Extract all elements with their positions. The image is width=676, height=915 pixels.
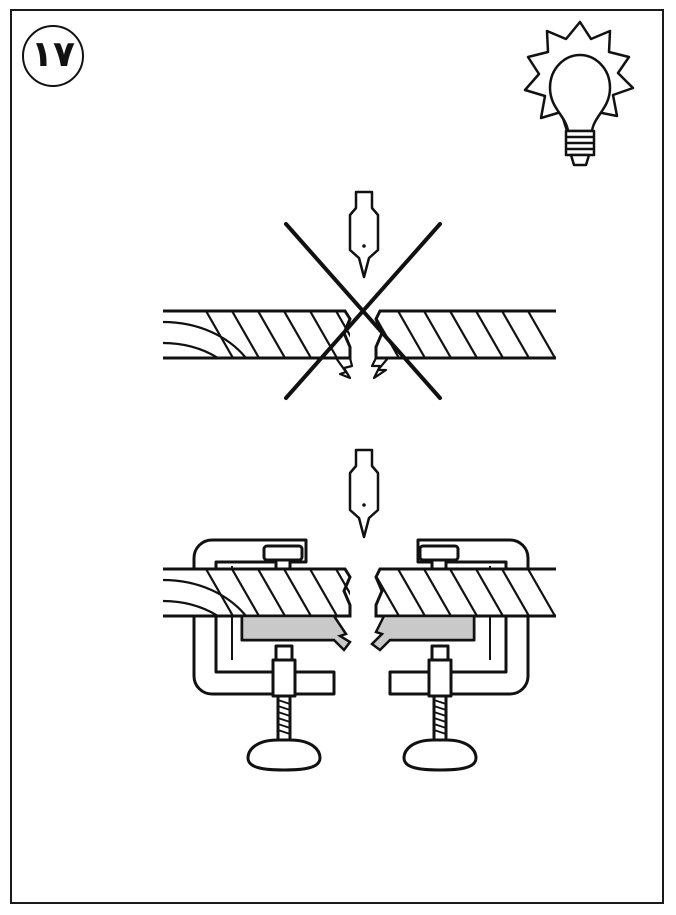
lightbulb-tip xyxy=(569,153,591,167)
wood-board-right xyxy=(374,567,556,618)
lightbulb-glass xyxy=(548,53,612,133)
wood-board-left xyxy=(163,309,352,360)
lightbulb-icon xyxy=(523,20,635,167)
clamp-pads xyxy=(240,614,476,652)
cross-out-mark-icon xyxy=(284,222,442,400)
splinters xyxy=(335,357,389,380)
wood-board-left xyxy=(163,567,352,618)
step-number: ۱۷ xyxy=(31,34,75,75)
drill-bit xyxy=(348,448,380,539)
instruction-panel xyxy=(10,9,664,904)
scene-without-clamps xyxy=(163,190,556,400)
step-number-badge: ۱۷ xyxy=(22,25,84,87)
drill-bit xyxy=(348,190,380,279)
scene-with-clamps xyxy=(163,448,556,772)
